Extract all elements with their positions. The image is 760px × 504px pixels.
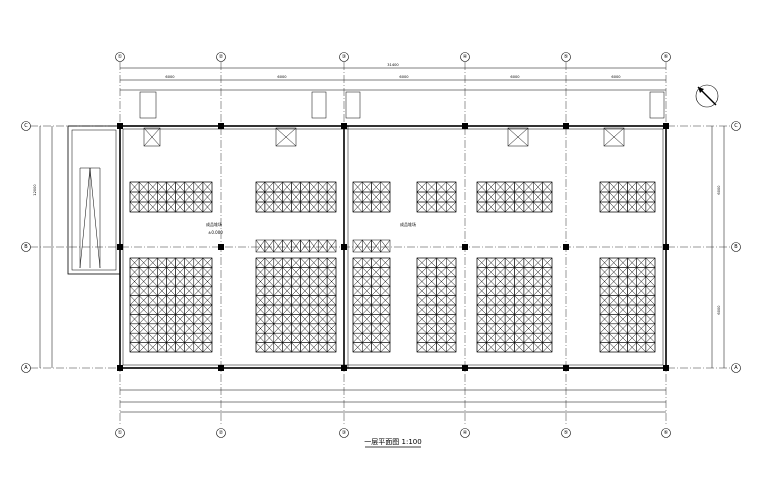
axis-bubble	[21, 121, 31, 131]
column	[462, 123, 468, 129]
column	[462, 365, 468, 371]
axis-bubble-label: ⑤	[564, 430, 568, 436]
axis-bubble	[339, 52, 349, 62]
overall-dimension: 31400	[387, 63, 399, 67]
axis-bubble-label: C	[734, 123, 738, 129]
axis-bubble-label: ①	[118, 430, 123, 436]
rack-block	[476, 181, 553, 213]
axis-bubble-label: B	[734, 244, 738, 250]
structural-columns	[117, 123, 669, 371]
rack-block	[476, 257, 553, 353]
rack-block	[416, 181, 457, 213]
axis-bubble-label: ④	[463, 54, 468, 60]
room-label-right: 成品堆场	[400, 221, 416, 227]
axis-bubble-label: ③	[342, 430, 346, 436]
column	[563, 244, 569, 250]
axis-bubble-label: ②	[219, 54, 224, 60]
bay-dimension-1: 6000	[165, 75, 175, 79]
axis-bubble	[661, 428, 671, 438]
axis-bubble	[731, 242, 741, 252]
rack-block	[352, 257, 391, 353]
axis-bubble-label: ⑤	[564, 54, 568, 60]
axis-bubble	[460, 428, 470, 438]
column	[462, 244, 468, 250]
rack-block	[255, 257, 337, 353]
axis-bubble-label: ①	[118, 54, 123, 60]
rack-block	[352, 181, 391, 213]
rack-block	[416, 257, 457, 353]
column	[663, 123, 669, 129]
axis-bubble	[115, 52, 125, 62]
level-mark: ±0.000	[208, 230, 223, 235]
column	[341, 365, 347, 371]
side-dimension-1: 12000	[33, 184, 37, 196]
bay-dimension-4: 6000	[510, 75, 520, 79]
bottom-dimensions	[120, 389, 666, 413]
north-arrow-icon	[695, 84, 719, 108]
axis-bubble-label: ⑥	[664, 54, 669, 60]
top-equipment	[139, 91, 665, 147]
drawing-title: 一层平面图 1:100	[364, 438, 421, 446]
axis-bubble	[339, 428, 349, 438]
rack-block	[129, 257, 213, 353]
column	[117, 123, 123, 129]
axis-bubble	[561, 52, 571, 62]
axis-bubble	[115, 428, 125, 438]
side-dimension-2: 6000	[717, 185, 721, 195]
axis-bubble	[216, 52, 226, 62]
column	[341, 123, 347, 129]
axis-bubble-label: ④	[463, 430, 468, 436]
rack-block	[255, 181, 337, 213]
axis-bubble-label: A	[24, 365, 28, 371]
column	[663, 365, 669, 371]
axis-bubble-label: ⑥	[664, 430, 669, 436]
column	[117, 244, 123, 250]
axis-bubble	[731, 363, 741, 373]
rack-strip	[352, 239, 391, 253]
top-dimensions: 31400 6000 6000 6000 6000 6000	[120, 63, 666, 91]
axis-bubble-label: ②	[219, 430, 224, 436]
column	[218, 365, 224, 371]
axis-bubble-label: C	[24, 123, 28, 129]
column	[663, 244, 669, 250]
axis-bubble	[661, 52, 671, 62]
rack-strip	[255, 239, 337, 253]
column	[563, 365, 569, 371]
side-dimension-3: 6000	[717, 305, 721, 315]
column	[218, 244, 224, 250]
bay-dimension-5: 6000	[611, 75, 621, 79]
axis-bubble	[21, 363, 31, 373]
column	[117, 365, 123, 371]
axis-bubble	[561, 428, 571, 438]
axis-bubble-label: A	[734, 365, 738, 371]
rack-block	[129, 181, 213, 213]
room-label-left: 成品堆场	[206, 221, 222, 227]
storage-rack-grids	[129, 181, 656, 353]
rack-block	[599, 257, 656, 353]
axis-bubble	[216, 428, 226, 438]
axis-bubble	[460, 52, 470, 62]
column	[218, 123, 224, 129]
axis-bubble-label: B	[24, 244, 28, 250]
bay-dimension-3: 6000	[399, 75, 409, 79]
rack-block	[599, 181, 656, 213]
axis-bubbles: ① ① ② ② ③ ③ ④ ④ ⑤ ⑤ ⑥ ⑥ C C B B A A	[21, 52, 741, 438]
axis-bubble	[731, 121, 741, 131]
axis-bubble	[21, 242, 31, 252]
column	[341, 244, 347, 250]
bay-dimension-2: 6000	[277, 75, 287, 79]
column	[563, 123, 569, 129]
axis-bubble-label: ③	[342, 54, 346, 60]
